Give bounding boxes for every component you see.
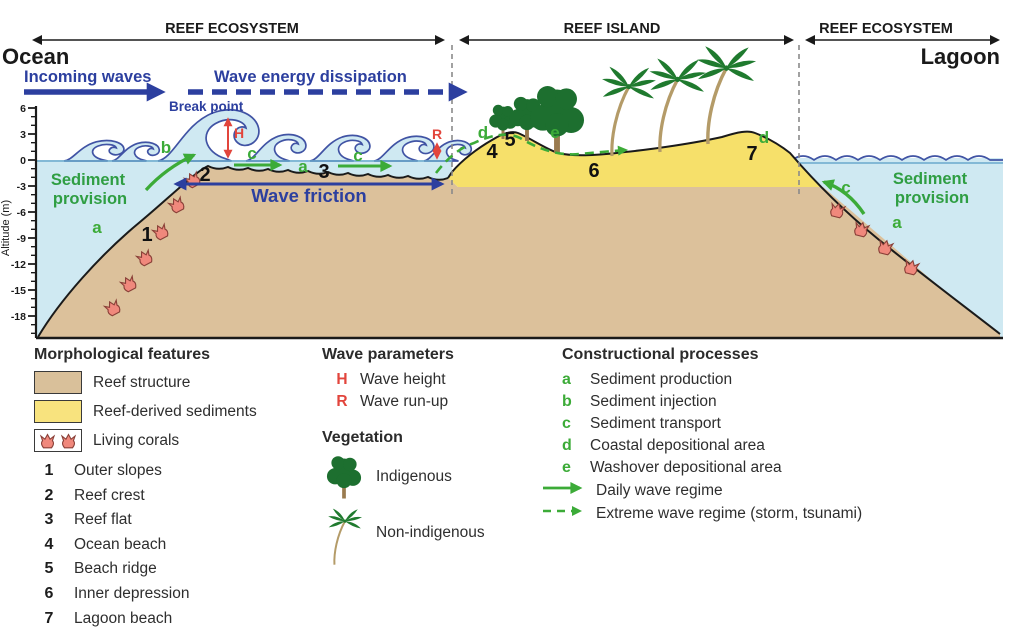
- svg-text:2: 2: [199, 164, 210, 186]
- svg-text:3: 3: [20, 129, 26, 141]
- svg-text:-3: -3: [17, 181, 26, 193]
- svg-text:provision: provision: [53, 190, 127, 208]
- legend-vegetation-title: Vegetation: [322, 429, 403, 446]
- lagoon-ripples: [791, 155, 1003, 162]
- feature-numbers: 1 2 3 4 5 6 7: [141, 129, 757, 246]
- svg-text:d: d: [759, 128, 769, 147]
- svg-text:-18: -18: [11, 311, 26, 323]
- svg-text:4: 4: [486, 141, 498, 163]
- svg-text:7: 7: [746, 143, 757, 165]
- extreme-wave-arrow-icon: [542, 504, 590, 523]
- svg-text:5: 5: [504, 129, 515, 151]
- indigenous-tree-icon: [325, 454, 363, 500]
- svg-text:0: 0: [20, 155, 26, 167]
- wave-energy-label: Wave energy dissipation: [214, 68, 407, 86]
- svg-text:6: 6: [20, 103, 26, 115]
- svg-text:a: a: [298, 157, 308, 176]
- svg-text:Sediment: Sediment: [51, 171, 126, 189]
- reef-structure-swatch-icon: [34, 371, 82, 394]
- break-point-label: Break point: [169, 99, 244, 114]
- span-label-reef-ecosystem-left: REEF ECOSYSTEM: [165, 21, 299, 37]
- process-letters: a b c a c d e d c a: [92, 123, 902, 237]
- incoming-waves-label: Incoming waves: [24, 68, 151, 86]
- legend-row-reef-structure: Reef structure: [34, 371, 318, 394]
- legend-constructional-title: Constructional processes: [562, 346, 759, 363]
- axis-title: Altitude (m): [0, 200, 12, 256]
- lagoon-label: Lagoon: [921, 44, 1000, 69]
- svg-text:-15: -15: [11, 285, 26, 297]
- svg-text:provision: provision: [895, 189, 969, 207]
- svg-text:e: e: [550, 123, 559, 142]
- legend-row-non-indigenous: Non-indigenous: [322, 500, 542, 566]
- wave-runup-symbol: R: [432, 126, 442, 142]
- legend-morphological-title: Morphological features: [34, 346, 211, 363]
- daily-wave-arrow-icon: [542, 481, 590, 500]
- process-arrows: [144, 133, 866, 215]
- span-label-reef-ecosystem-right: REEF ECOSYSTEM: [819, 21, 953, 37]
- sediment-provision-right: Sediment provision: [893, 170, 969, 207]
- ocean-waves: [62, 110, 473, 161]
- reef-sediments-swatch-icon: [34, 400, 82, 423]
- legend-wave-parameters-title: Wave parameters: [322, 346, 454, 363]
- cross-section-diagram: REEF ECOSYSTEM REEF ISLAND REEF ECOSYSTE…: [0, 21, 1003, 340]
- palm-tree-icon: [322, 500, 368, 566]
- svg-text:c: c: [247, 144, 256, 163]
- span-label-reef-island: REEF ISLAND: [564, 21, 661, 37]
- svg-text:-12: -12: [11, 259, 26, 271]
- legend-row-living-corals: Living corals: [34, 429, 318, 452]
- svg-text:6: 6: [588, 160, 599, 182]
- reef-structure: [38, 166, 1000, 337]
- svg-text:a: a: [892, 213, 902, 232]
- wave-friction-label: Wave friction: [251, 185, 366, 206]
- legend-row-indigenous: Indigenous: [322, 454, 542, 500]
- svg-text:-9: -9: [17, 233, 26, 245]
- legend-row-daily-wave: Daily wave regime: [542, 481, 992, 500]
- ocean-label: Ocean: [2, 44, 69, 69]
- extreme-wave-path: [434, 133, 628, 174]
- legend-row-reef-sediments: Reef-derived sediments: [34, 400, 318, 423]
- svg-text:1: 1: [141, 224, 152, 246]
- svg-text:c: c: [353, 146, 362, 165]
- legend-morphological: Morphological features Reef structure Re…: [34, 346, 318, 632]
- svg-text:c: c: [841, 178, 850, 197]
- legend-row-extreme-wave: Extreme wave regime (storm, tsunami): [542, 504, 992, 523]
- sediment-provision-left: Sediment provision: [51, 171, 127, 208]
- svg-text:Sediment: Sediment: [893, 170, 968, 188]
- svg-text:a: a: [92, 218, 102, 237]
- wave-height-symbol: H: [234, 125, 244, 141]
- svg-text:d: d: [478, 123, 488, 142]
- living-corals-swatch-icon: [34, 429, 82, 452]
- svg-text:3: 3: [318, 161, 329, 183]
- section-dividers: [451, 45, 800, 196]
- altitude-axis: 6 3 0 -3 -6 -9 -12 -15 -18 Altitude (m): [0, 103, 38, 338]
- svg-text:b: b: [161, 138, 171, 157]
- svg-text:-6: -6: [17, 207, 26, 219]
